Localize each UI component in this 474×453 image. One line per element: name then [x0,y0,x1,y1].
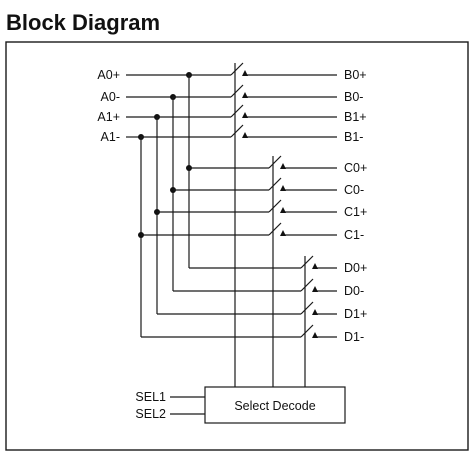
output-label-d2: D1+ [344,307,367,321]
output-label-c2: C1+ [344,205,367,219]
switch-array [230,62,318,387]
contact-marker [312,286,318,292]
diagram-title: Block Diagram [6,10,160,35]
contact-marker [312,263,318,269]
switch-blade [300,301,314,315]
contact-marker [242,112,248,118]
input-label-3: A1+ [97,110,120,124]
switch-blade [230,84,244,98]
switch-blade [300,255,314,269]
output-label-c1: C0- [344,183,364,197]
input-label-1: A0+ [97,68,120,82]
contact-marker [312,309,318,315]
output-label-d0: D0+ [344,261,367,275]
output-label-d3: D1- [344,330,364,344]
contact-marker [242,92,248,98]
output-label-b1: B0- [344,90,363,104]
output-label-b2: B1+ [344,110,367,124]
switch-blade [230,104,244,118]
select-label-2: SEL2 [135,407,166,421]
switch-blade [268,199,282,213]
contact-marker [280,163,286,169]
switch-blade [300,324,314,338]
signal-labels: A0+ A0- A1+ A1- B0+ B0- B1+ B1- C0+ C0- C1+ C1- D0+ D… [97,68,367,421]
switch-blade [230,62,244,76]
contact-marker [280,207,286,213]
wiring [126,72,337,415]
output-label-c0: C0+ [344,161,367,175]
contact-marker [242,70,248,76]
output-label-c3: C1- [344,228,364,242]
select-decode-label: Select Decode [234,399,315,413]
output-label-b3: B1- [344,130,363,144]
select-decode-box [204,386,346,424]
switch-blade [230,124,244,138]
contact-marker [242,132,248,138]
output-label-b0: B0+ [344,68,367,82]
select-label-1: SEL1 [135,390,166,404]
contact-marker [280,185,286,191]
diagram-frame [5,41,469,451]
output-label-d1: D0- [344,284,364,298]
input-label-4: A1- [101,130,120,144]
contact-marker [280,230,286,236]
switch-blade [268,222,282,236]
contact-marker [312,332,318,338]
switch-blade [268,155,282,169]
input-label-2: A0- [101,90,120,104]
switch-blade [300,278,314,292]
switch-blade [268,177,282,191]
